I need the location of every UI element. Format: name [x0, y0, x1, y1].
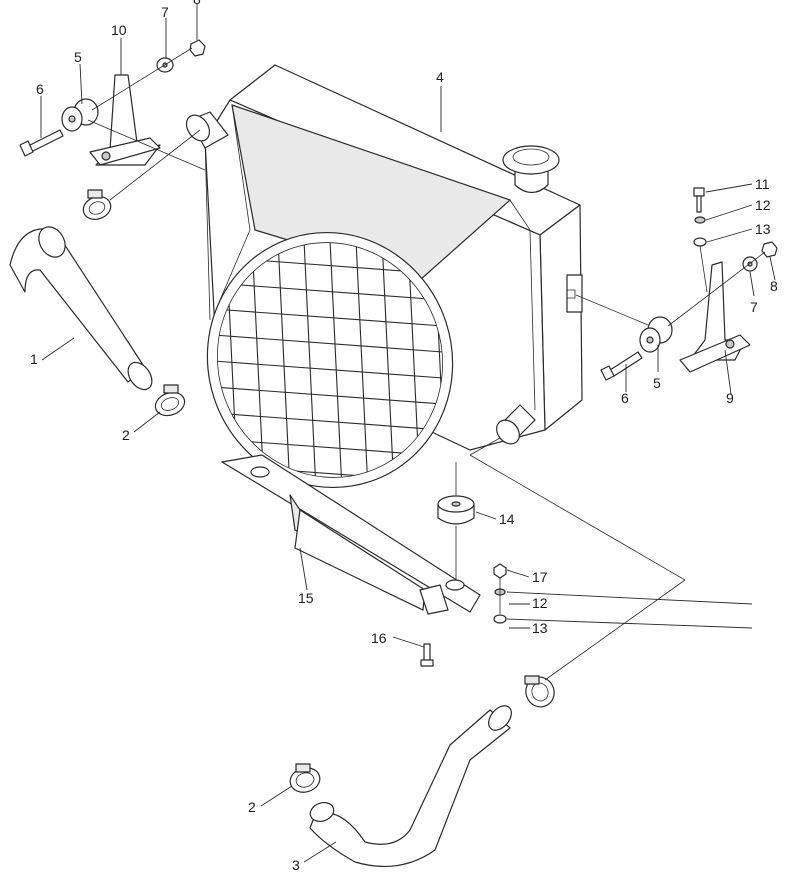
shroud-left-edge	[219, 104, 251, 301]
label-7: 7	[750, 299, 758, 315]
label-13: 13	[755, 221, 771, 237]
shroud-right-edge	[509, 199, 536, 411]
label-13: 13	[532, 620, 548, 636]
label-6: 6	[621, 390, 629, 406]
left-mount-5	[61, 98, 99, 132]
label-9: 9	[726, 390, 734, 406]
bolt-16	[423, 643, 431, 663]
radiator-side	[539, 204, 583, 431]
lower-bracket-15	[221, 454, 481, 615]
label-5: 5	[74, 49, 82, 65]
label-5: 5	[653, 375, 661, 391]
flat-washer-13	[693, 237, 707, 247]
inlet-stub	[185, 111, 229, 149]
outlet-stub	[496, 404, 536, 445]
label-7: 7	[161, 4, 169, 20]
upper-hose-1	[9, 226, 153, 391]
right-bolt-6	[600, 351, 643, 381]
right-bracket-assembly	[575, 187, 778, 381]
radiator-left-edge	[204, 139, 211, 321]
leader-lines	[40, 4, 776, 863]
left-nut-8	[189, 39, 206, 57]
left-bolt-6	[19, 129, 64, 157]
side-tab	[566, 274, 583, 313]
label-12: 12	[532, 595, 548, 611]
label-10: 10	[111, 22, 127, 38]
label-2: 2	[248, 799, 256, 815]
label-3: 3	[292, 857, 300, 873]
label-15: 15	[298, 590, 314, 606]
left-bracket-assembly	[19, 39, 206, 171]
lower-hose-3	[309, 705, 512, 867]
label-14: 14	[499, 511, 515, 527]
lock-washer-12	[694, 216, 706, 224]
lower-fasteners	[420, 563, 507, 667]
hose-clamp-2-bottom	[289, 763, 321, 793]
label-16: 16	[371, 630, 387, 646]
hose-clamp-2-mid	[154, 384, 186, 417]
label-12: 12	[755, 197, 771, 213]
top-bolt-11	[693, 187, 705, 213]
right-nut-8	[761, 241, 778, 258]
rubber-pad-14	[437, 462, 475, 580]
flat-washer-13-lower	[493, 614, 507, 624]
label-1: 1	[30, 351, 38, 367]
part-labels: 1 2 2 3 4 5 5 6 6 7 7 8 8 9 10 11 12 12 …	[30, 0, 778, 873]
label-8: 8	[770, 278, 778, 294]
label-8: 8	[193, 0, 201, 7]
label-17: 17	[532, 569, 548, 585]
label-11: 11	[755, 176, 770, 192]
right-mount-5	[639, 316, 673, 353]
label-2: 2	[122, 427, 130, 443]
filler-cap	[502, 145, 560, 194]
leader-fixes	[509, 603, 530, 629]
hose-clamp-lower-right	[524, 675, 555, 708]
label-6: 6	[36, 81, 44, 97]
nut-17	[493, 563, 507, 579]
hose-clamp-top	[82, 189, 112, 220]
label-4: 4	[436, 69, 444, 85]
